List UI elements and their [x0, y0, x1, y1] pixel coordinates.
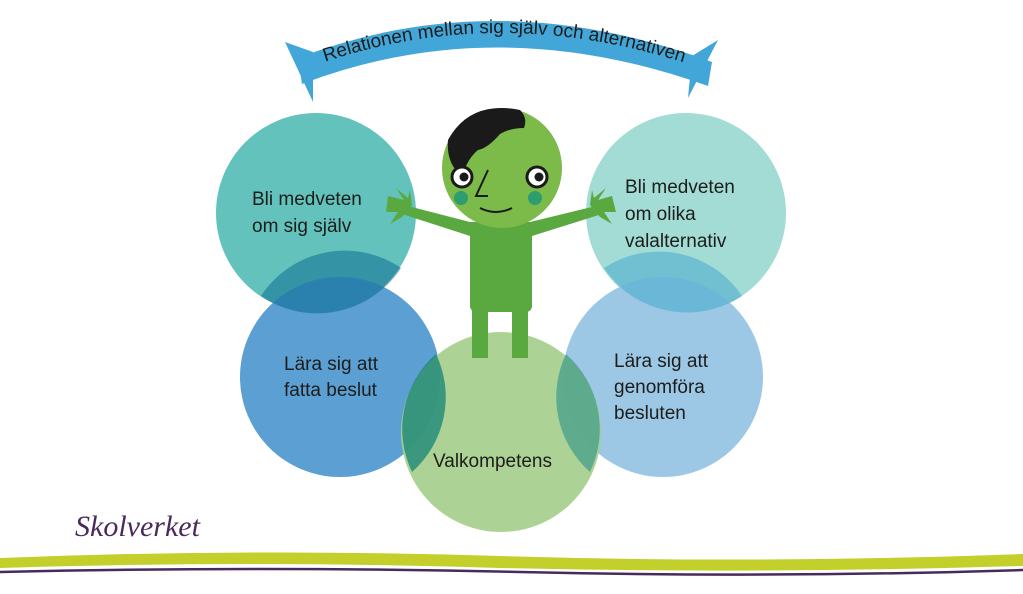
figure-hair — [447, 108, 526, 176]
figure-arms — [402, 205, 602, 236]
label-self-awareness-line-1: Bli medveten — [252, 189, 362, 210]
figure-mouth — [479, 207, 513, 213]
overlap-bottom-left — [402, 354, 446, 472]
figure-torso — [470, 222, 532, 312]
label-implementing-decisions-line-2: genomföra — [614, 377, 705, 398]
footer-stripes — [0, 552, 1023, 576]
arrow-head-right — [688, 40, 718, 98]
label-implementing-decisions: Lära sig att genomföra besluten — [614, 351, 713, 424]
arrow-head-left — [285, 42, 313, 102]
label-career-competence: Valkompetens — [433, 451, 552, 472]
figure-left-pupil — [459, 172, 469, 182]
skolverket-logo: Skolverket — [75, 510, 201, 543]
circle-decision-making — [240, 277, 440, 477]
label-implementing-decisions-line-3: besluten — [614, 403, 686, 424]
label-decision-making: Lära sig att fatta beslut — [284, 354, 383, 401]
circle-labels: Bli medveten om sig själv Bli medveten o… — [252, 177, 740, 472]
label-career-competence-line-1: Valkompetens — [433, 451, 552, 472]
figure-right-leg — [512, 300, 528, 358]
label-options-awareness: Bli medveten om olika valalternativ — [625, 177, 740, 252]
label-options-awareness-line-3: valalternativ — [625, 231, 727, 252]
overlap-bottom-right — [556, 354, 600, 472]
circle-implementing-decisions — [563, 277, 763, 477]
child-figure — [386, 108, 616, 358]
figure-right-hand — [590, 188, 616, 224]
stripe-purple — [0, 567, 1023, 576]
competence-circles — [216, 113, 786, 532]
overlap-top-left — [261, 250, 401, 314]
label-decision-making-line-1: Lära sig att — [284, 354, 379, 375]
circle-career-competence — [401, 332, 601, 532]
stripe-lime — [0, 552, 1023, 571]
figure-right-cheek — [528, 191, 542, 205]
label-options-awareness-line-1: Bli medveten — [625, 177, 735, 198]
label-implementing-decisions-line-1: Lära sig att — [614, 351, 709, 372]
arrow-band — [298, 20, 712, 86]
label-options-awareness-line-2: om olika — [625, 204, 696, 225]
overlap-top-right — [604, 251, 742, 313]
relation-arrow: Relationen mellan sig själv och alternat… — [285, 17, 718, 102]
figure-left-hand — [386, 188, 412, 224]
label-self-awareness: Bli medveten om sig själv — [252, 189, 367, 237]
figure-nose — [474, 169, 489, 197]
label-decision-making-line-2: fatta beslut — [284, 380, 378, 401]
label-self-awareness-line-2: om sig själv — [252, 216, 352, 237]
figure-left-cheek — [454, 191, 468, 205]
figure-right-pupil — [534, 172, 544, 182]
figure-left-leg — [472, 300, 488, 358]
